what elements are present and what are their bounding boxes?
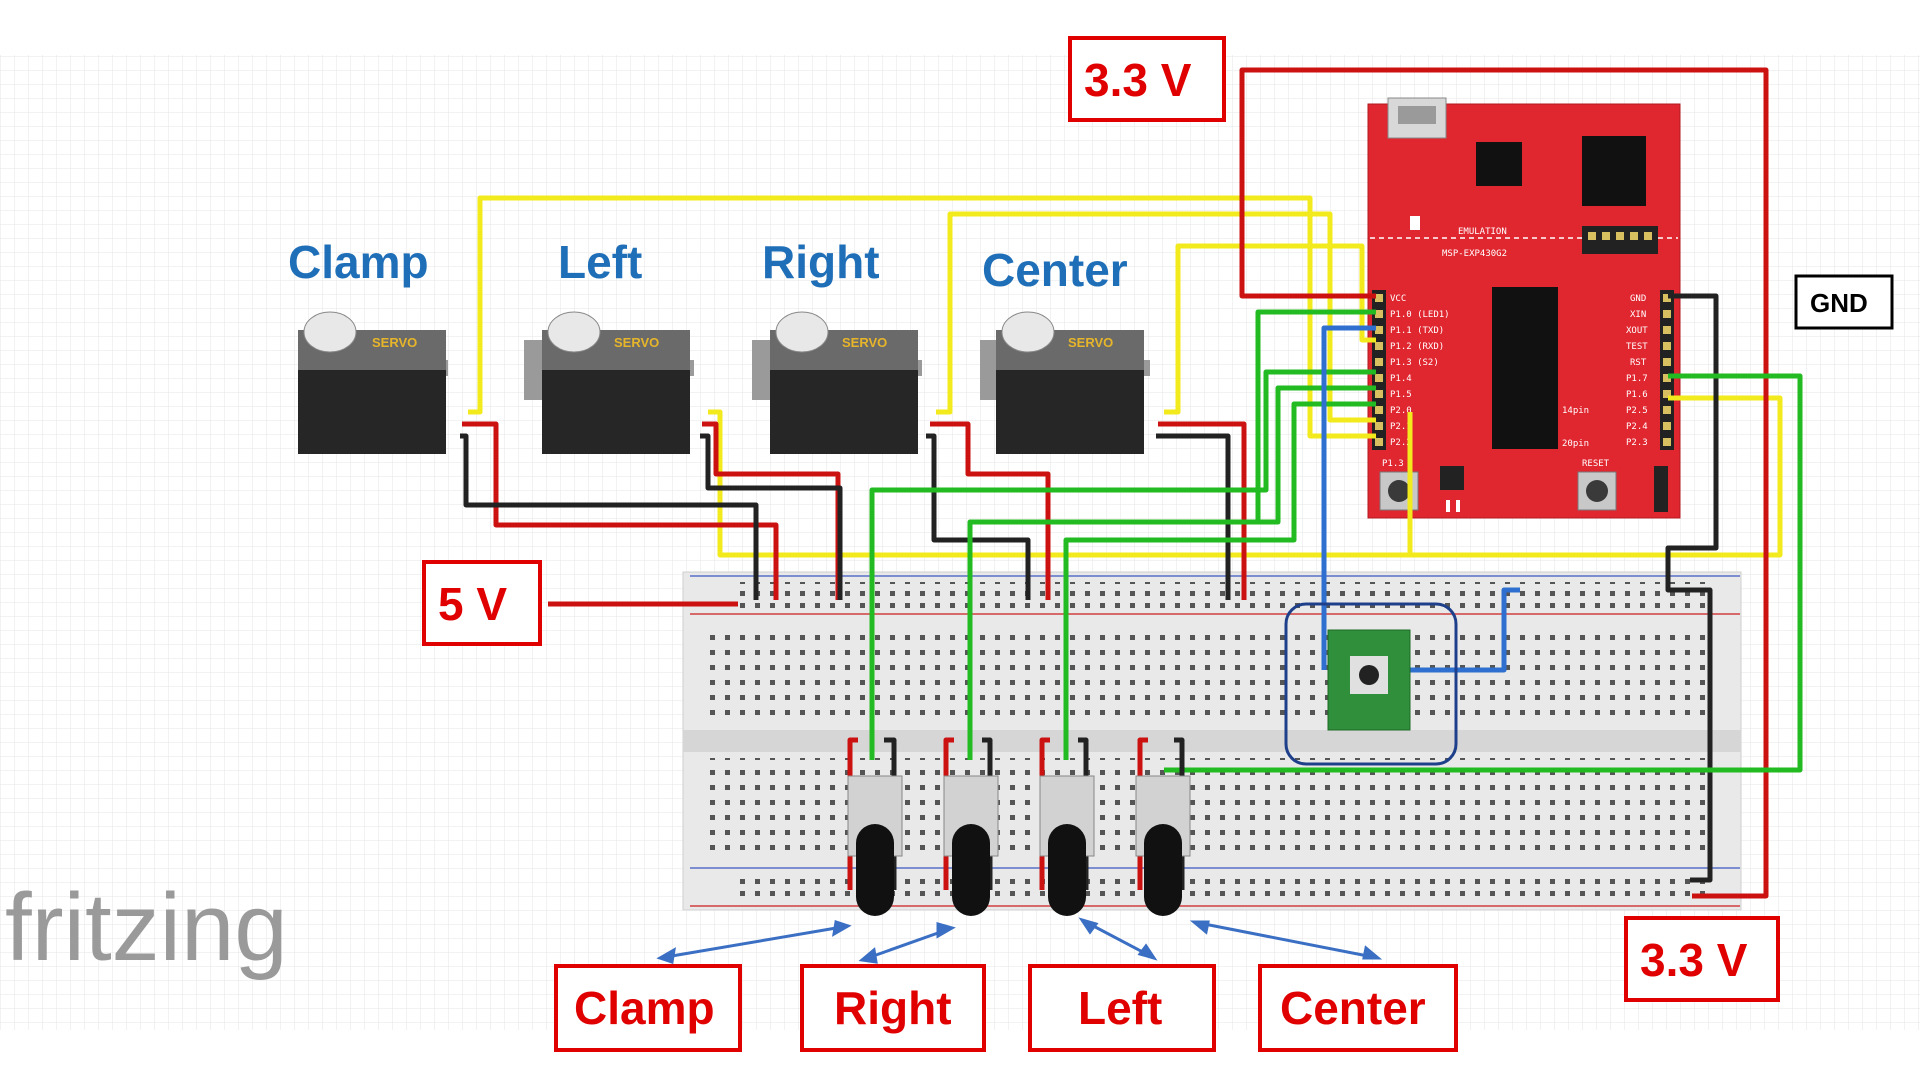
mcu-socket	[1492, 287, 1558, 449]
wire-blue-button-gnd	[1400, 587, 1520, 673]
svg-text:P2.1: P2.1	[1390, 422, 1412, 432]
chip-label-20: 20pin	[1562, 439, 1589, 449]
wire-black-clamp	[460, 433, 759, 600]
svg-text:P1.7: P1.7	[1626, 374, 1648, 384]
svg-text:P2.0: P2.0	[1390, 406, 1412, 416]
wire-black-left	[700, 433, 843, 600]
servo-label-clamp: Clamp	[288, 236, 429, 288]
svg-text:P2.3: P2.3	[1626, 438, 1648, 448]
emulation-chip-small	[1476, 142, 1522, 186]
wire-red-right	[930, 421, 1051, 600]
svg-text:SERVO: SERVO	[372, 335, 417, 350]
servo-label-right: Right	[762, 236, 880, 288]
wire-green-center-pot	[1164, 373, 1803, 773]
wire-green-p10	[1255, 309, 1376, 520]
wire-red-3v3-loop	[1239, 67, 1769, 899]
potentiometer-center	[1135, 775, 1191, 916]
servo-right: SERVO	[752, 311, 922, 454]
servo-center: SERVO	[980, 311, 1150, 454]
wire-green-left-pot	[1063, 401, 1376, 760]
svg-text:Clamp: Clamp	[574, 982, 715, 1034]
svg-text:XOUT: XOUT	[1626, 326, 1648, 336]
svg-text:5 V: 5 V	[438, 578, 507, 630]
servo-clamp: SERVO	[298, 311, 448, 454]
svg-text:P1.3: P1.3	[1382, 459, 1404, 469]
reset-button: RESET	[1577, 459, 1617, 511]
svg-text:P1.4: P1.4	[1390, 374, 1412, 384]
board-label-model: MSP-EXP430G2	[1442, 249, 1507, 259]
svg-text:RST: RST	[1630, 358, 1647, 368]
svg-text:P1.0 (LED1): P1.0 (LED1)	[1390, 310, 1450, 320]
svg-text:TEST: TEST	[1626, 342, 1648, 352]
wire-yellow-left	[708, 409, 1413, 558]
chip-label-14: 14pin	[1562, 406, 1589, 416]
pot-label-right: Right	[800, 964, 986, 1052]
potentiometer-clamp	[847, 775, 903, 916]
svg-text:SERVO: SERVO	[842, 335, 887, 350]
svg-text:3.3 V: 3.3 V	[1084, 54, 1192, 106]
svg-text:P1.2 (RXD): P1.2 (RXD)	[1390, 342, 1444, 352]
wire-yellow-p16	[1410, 395, 1783, 558]
emulation-chip-large	[1582, 136, 1646, 206]
svg-text:P1.5: P1.5	[1390, 390, 1412, 400]
svg-text:P1.6: P1.6	[1626, 390, 1648, 400]
breadboard	[682, 571, 1742, 911]
servo-label-left: Left	[558, 236, 642, 288]
svg-text:P2.2: P2.2	[1390, 438, 1412, 448]
label-3v3-bottom: 3.3 V	[1624, 916, 1780, 1002]
svg-text:XIN: XIN	[1630, 310, 1646, 320]
wire-green-right-pot	[967, 385, 1376, 760]
svg-text:P1.1 (TXD): P1.1 (TXD)	[1390, 326, 1444, 336]
pot-label-left: Left	[1028, 964, 1216, 1052]
pot-label-clamp: Clamp	[554, 964, 742, 1052]
label-gnd: GND	[1794, 274, 1894, 330]
svg-text:P2.4: P2.4	[1626, 422, 1648, 432]
wire-black-right	[926, 433, 1031, 600]
wire-yellow-right	[936, 211, 1376, 423]
svg-text:GND: GND	[1810, 288, 1868, 318]
svg-text:SERVO: SERVO	[1068, 335, 1113, 350]
servo-label-center: Center	[982, 244, 1128, 296]
svg-text:Left: Left	[1078, 982, 1162, 1034]
pot-label-center: Center	[1258, 964, 1458, 1052]
push-button-module	[1327, 629, 1411, 731]
msp430-launchpad: EMULATION MSP-EXP430G2 VCC P1.0 (LED1) P…	[1367, 97, 1681, 519]
button-highlight	[1284, 602, 1458, 766]
wire-black-center	[1156, 433, 1231, 600]
wire-yellow-center	[1164, 243, 1376, 415]
svg-text:3.3 V: 3.3 V	[1640, 934, 1748, 986]
potentiometer-left	[1039, 775, 1095, 916]
svg-text:SERVO: SERVO	[614, 335, 659, 350]
potentiometer-right	[943, 775, 999, 916]
svg-text:VCC: VCC	[1390, 294, 1406, 304]
label-3v3-top: 3.3 V	[1068, 36, 1226, 122]
svg-text:Right: Right	[834, 982, 952, 1034]
svg-text:RESET: RESET	[1582, 459, 1610, 469]
wire-black-gnd-main	[1665, 293, 1719, 883]
svg-text:P2.5: P2.5	[1626, 406, 1648, 416]
fritzing-watermark: fritzing	[5, 874, 288, 981]
svg-text:GND: GND	[1630, 294, 1646, 304]
right-header: GND XIN XOUT TEST RST P1.7 P1.6 P2.5 P2.…	[1626, 290, 1674, 450]
wire-blue-button-signal	[1321, 325, 1376, 670]
servo-left: SERVO	[524, 311, 694, 454]
svg-text:Center: Center	[1280, 982, 1426, 1034]
wire-red-clamp	[462, 421, 779, 600]
wire-green-clamp-pot	[869, 369, 1376, 760]
wire-yellow-clamp	[468, 195, 1376, 439]
board-label-emulation: EMULATION	[1458, 227, 1507, 237]
label-5v: 5 V	[422, 560, 542, 646]
svg-text:P1.3 (S2): P1.3 (S2)	[1390, 358, 1439, 368]
